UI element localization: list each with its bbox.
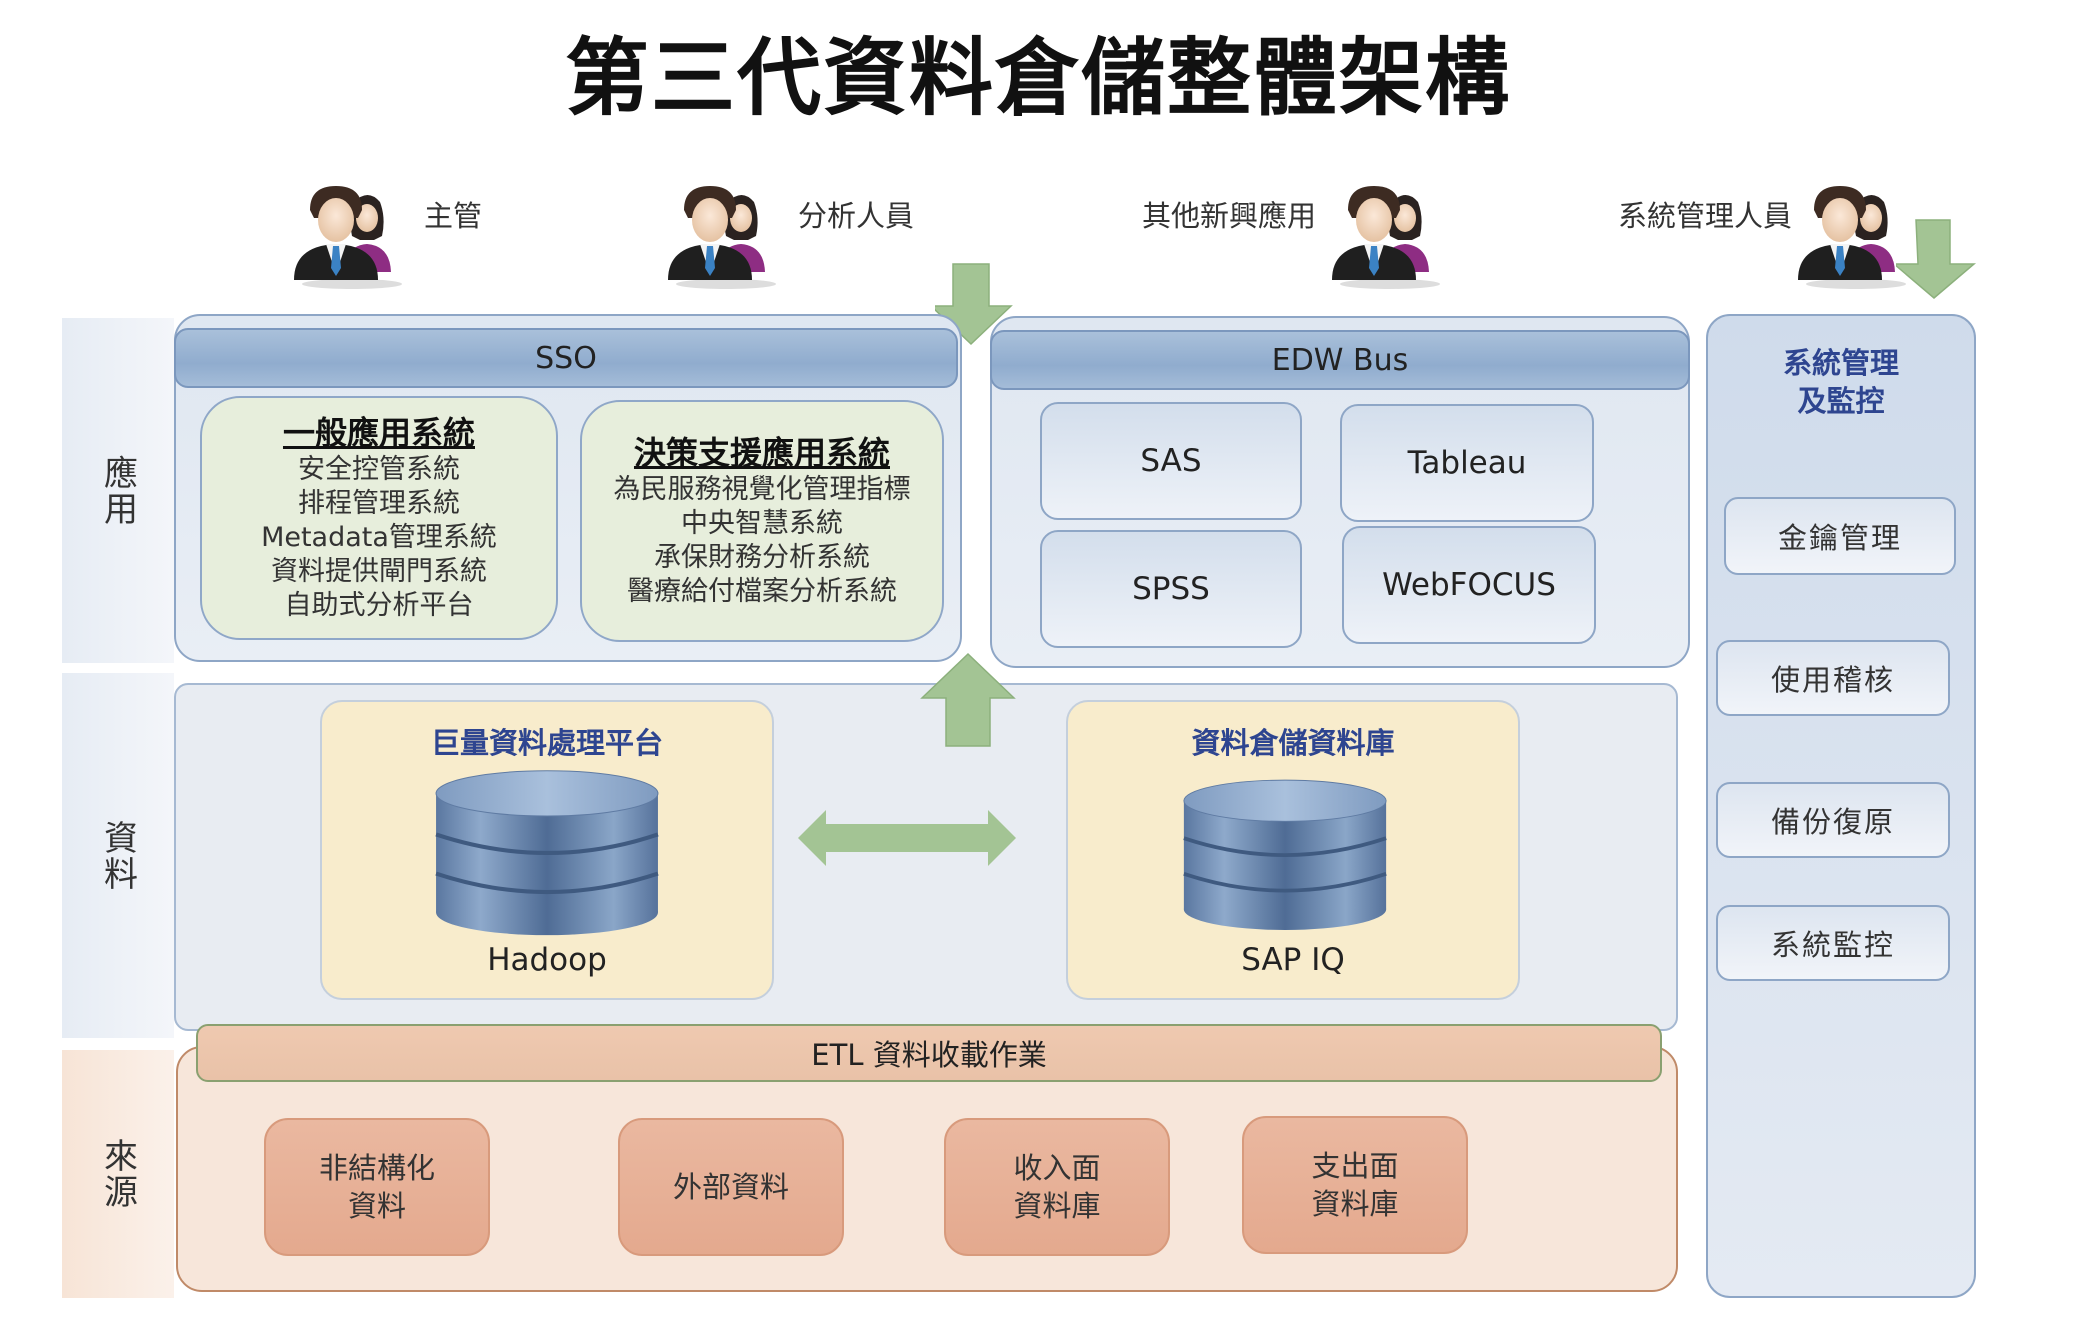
mgmt-item-key-management: 金鑰管理 [1724,497,1956,575]
database-icon [1182,776,1388,936]
arrow-down-icon [1896,219,1977,299]
users-icon [292,180,410,290]
tool-tableau: Tableau [1340,404,1594,522]
users-icon [666,180,784,290]
layer-label-data: 資料 [62,673,174,1038]
source-line: 資料 [347,1189,406,1223]
source-revenue-db: 收入面 資料庫 [944,1118,1170,1256]
big-data-platform-box: 巨量資料處理平台 Hadoop [320,700,774,1000]
sso-bar: SSO [174,328,958,388]
source-line: 支出面 [1311,1149,1399,1183]
source-external: 外部資料 [618,1118,844,1256]
source-expenditure-db: 支出面 資料庫 [1242,1116,1468,1254]
management-title-line1: 系統管理 [1782,346,1899,380]
arrow-bidirectional-icon [798,810,1016,866]
data-warehouse-box: 資料倉儲資料庫 SAP IQ [1066,700,1520,1000]
source-unstructured: 非結構化 資料 [264,1118,490,1256]
user-label: 主管 [424,199,483,233]
source-line: 資料庫 [1013,1189,1101,1223]
mgmt-item-backup-restore: 備份復原 [1716,782,1950,858]
general-apps-box: 一般應用系統 安全控管系統 排程管理系統 Metadata管理系統 資料提供閘門… [200,396,558,640]
decision-app-item: 為民服務視覺化管理指標 [613,474,911,505]
user-label: 系統管理人員 [1618,199,1793,233]
user-label: 其他新興應用 [1142,199,1317,233]
layer-label-source: 來源 [62,1050,174,1298]
tool-webfocus: WebFOCUS [1342,526,1596,644]
source-line: 資料庫 [1311,1187,1399,1221]
general-app-item: Metadata管理系統 [261,522,497,553]
tool-spss: SPSS [1040,530,1302,648]
tool-sas: SAS [1040,402,1302,520]
general-app-item: 排程管理系統 [298,488,460,519]
mgmt-item-system-monitor: 系統監控 [1716,905,1950,981]
layer-label-text: 資料 [97,819,138,892]
etl-bar: ETL 資料收載作業 [196,1024,1662,1082]
data-warehouse-title: 資料倉儲資料庫 [1191,726,1395,760]
source-line: 非結構化 [318,1151,435,1185]
layer-label-text: 應用 [97,454,138,527]
edw-bus-bar: EDW Bus [990,330,1690,390]
decision-apps-box: 決策支援應用系統 為民服務視覺化管理指標 中央智慧系統 承保財務分析系統 醫療給… [580,400,944,642]
general-app-item: 安全控管系統 [298,454,460,485]
decision-apps-heading: 決策支援應用系統 [633,434,890,472]
decision-app-item: 醫療給付檔案分析系統 [627,576,897,607]
user-label: 分析人員 [798,199,915,233]
database-icon [434,766,660,942]
source-line: 收入面 [1013,1151,1101,1185]
general-app-item: 自助式分析平台 [284,590,474,621]
source-line: 外部資料 [672,1170,789,1204]
big-data-platform-label: Hadoop [487,942,607,978]
general-apps-heading: 一般應用系統 [282,414,475,452]
data-warehouse-label: SAP IQ [1241,942,1345,978]
mgmt-item-usage-audit: 使用稽核 [1716,640,1950,716]
layer-label-text: 來源 [97,1138,138,1210]
general-app-item: 資料提供閘門系統 [271,556,487,587]
decision-app-item: 中央智慧系統 [681,508,843,539]
management-title-line2: 及監控 [1797,384,1885,418]
big-data-platform-title: 巨量資料處理平台 [430,726,663,760]
layer-label-application: 應用 [62,318,174,663]
users-icon [1330,180,1448,290]
page-title: 第三代資料倉儲整體架構 [564,29,1511,127]
decision-app-item: 承保財務分析系統 [654,542,870,573]
arrow-up-icon [920,652,1016,747]
